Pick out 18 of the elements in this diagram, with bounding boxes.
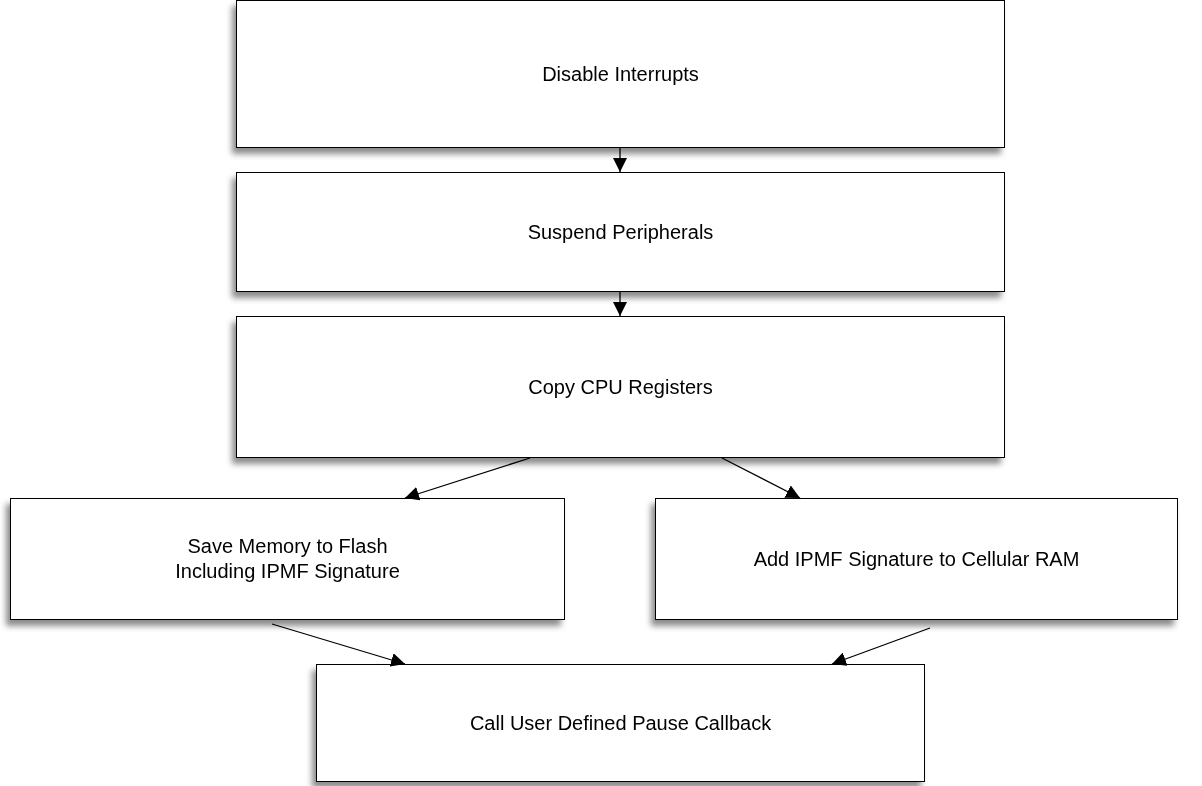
box-label: Call User Defined Pause Callback	[469, 710, 772, 736]
process-box	[316, 664, 925, 782]
box-label: Save Memory to Flash Including IPMF Signature	[174, 534, 401, 584]
process-box	[236, 316, 1005, 458]
process-box	[655, 498, 1178, 620]
arrow	[271, 623, 406, 667]
arrow	[721, 457, 801, 499]
box-label: Copy CPU Registers	[528, 374, 713, 400]
box-label: Disable Interrupts	[542, 61, 699, 87]
arrow	[613, 291, 627, 317]
arrow	[613, 147, 627, 173]
process-box	[236, 0, 1005, 148]
process-box	[10, 498, 565, 620]
arrow	[831, 627, 931, 666]
box-label: Suspend Peripherals	[527, 219, 714, 245]
arrow	[404, 457, 531, 501]
process-box	[236, 172, 1005, 292]
box-label: Add IPMF Signature to Cellular RAM	[753, 546, 1080, 572]
